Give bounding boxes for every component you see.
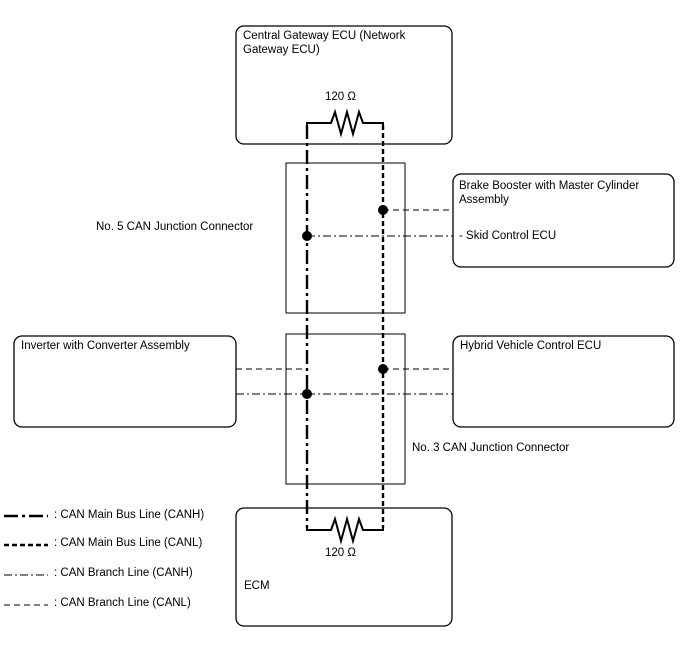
no5-junction-connector-box [285, 162, 406, 314]
legend-label-branch-canl: : CAN Branch Line (CANL) [54, 597, 191, 609]
inverter-ecu-label: Inverter with Converter Assembly [21, 340, 190, 352]
junction-dot [302, 231, 312, 241]
ecm-label: ECM [244, 580, 270, 592]
resistor-bottom-label: 120 Ω [325, 547, 356, 559]
resistor-bottom [306, 515, 384, 545]
ecm-box [235, 507, 453, 627]
skid-control-ecu-label: - Skid Control ECU [459, 230, 557, 242]
legend-label-main-canl: : CAN Main Bus Line (CANL) [54, 537, 203, 549]
junction-dot [378, 364, 388, 374]
junction-dot [378, 205, 388, 215]
no5-connector-label: No. 5 CAN Junction Connector [96, 221, 254, 233]
resistor-top [306, 108, 384, 138]
no3-junction-connector-box [285, 333, 406, 485]
no3-connector-label: No. 3 CAN Junction Connector [412, 442, 570, 454]
junction-dot [302, 389, 312, 399]
gateway-ecu-box [235, 25, 453, 145]
brake-booster-ecu-box [452, 173, 675, 268]
gateway-ecu-label: Central Gateway ECU (Network Gateway ECU… [243, 30, 406, 56]
legend-label-branch-canh: : CAN Branch Line (CANH) [54, 567, 193, 579]
legend-label-main-canh: : CAN Main Bus Line (CANH) [54, 509, 205, 521]
brake-booster-ecu-label: Brake Booster with Master Cylinder Assem… [459, 180, 640, 206]
hybrid-ecu-label: Hybrid Vehicle Control ECU [460, 340, 602, 352]
resistor-top-label: 120 Ω [325, 91, 356, 103]
hybrid-ecu-box [452, 335, 675, 428]
inverter-ecu-box [13, 335, 237, 428]
